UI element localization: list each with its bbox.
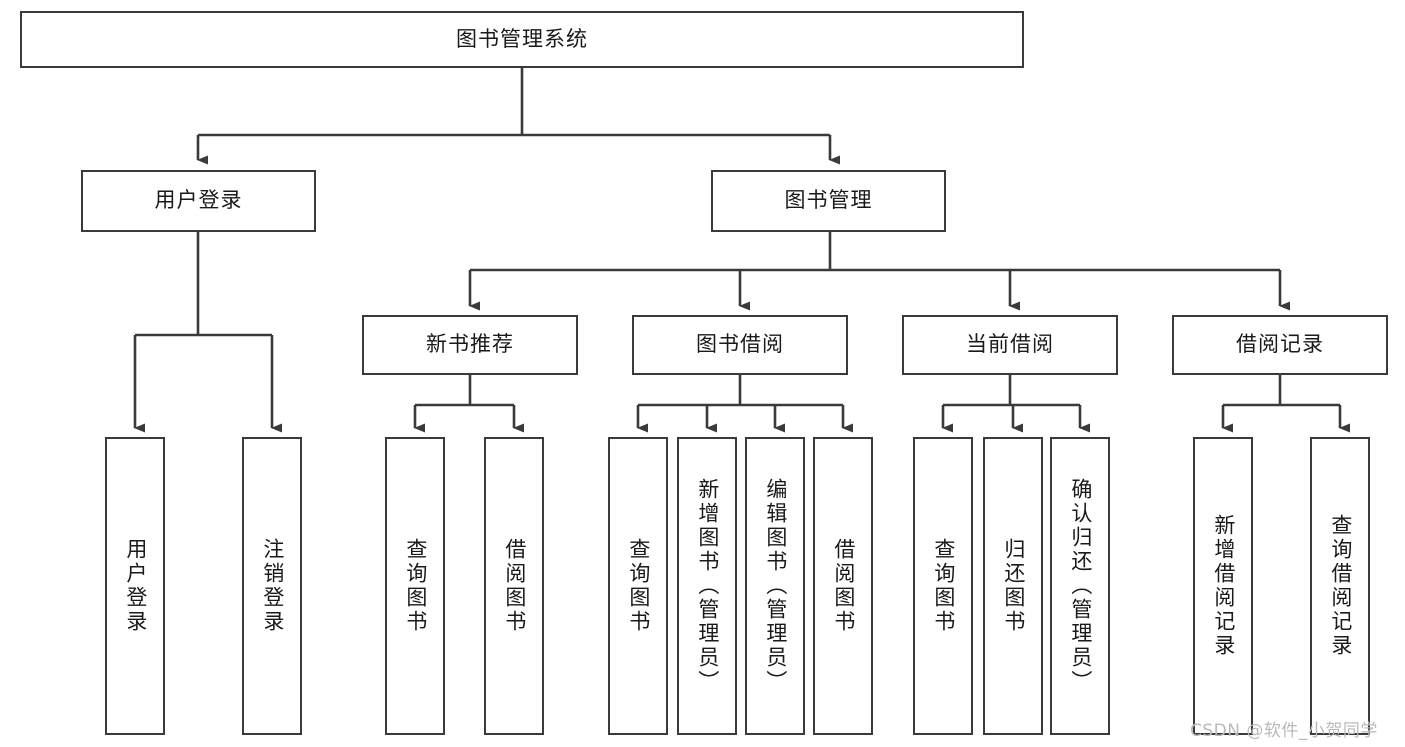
node-leaf-label: 查询借阅记录 bbox=[1328, 514, 1353, 658]
node-leaf-current-query-book[interactable]: 查询图书 bbox=[913, 437, 973, 735]
node-leaf-label: 归还图书 bbox=[1001, 538, 1026, 634]
node-leaf-label: 查询图书 bbox=[626, 538, 651, 634]
node-current-borrow[interactable]: 当前借阅 bbox=[902, 315, 1118, 375]
node-leaf-label: 确认归还（管理员） bbox=[1068, 478, 1093, 694]
node-leaf-add-borrow-record[interactable]: 新增借阅记录 bbox=[1193, 437, 1253, 735]
node-leaf-label: 借阅图书 bbox=[831, 538, 856, 634]
node-leaf-add-book-admin[interactable]: 新增图书（管理员） bbox=[677, 437, 737, 735]
node-book-management-label: 图书管理 bbox=[784, 188, 873, 213]
node-book-borrow[interactable]: 图书借阅 bbox=[632, 315, 848, 375]
node-book-management[interactable]: 图书管理 bbox=[711, 170, 946, 232]
node-borrow-record[interactable]: 借阅记录 bbox=[1172, 315, 1388, 375]
node-leaf-label: 查询图书 bbox=[931, 538, 956, 634]
node-leaf-label: 用户登录 bbox=[123, 538, 148, 634]
node-leaf-label: 借阅图书 bbox=[502, 538, 527, 634]
node-user-login[interactable]: 用户登录 bbox=[81, 170, 316, 232]
node-new-book-recommend-label: 新书推荐 bbox=[426, 332, 514, 357]
node-root-system[interactable]: 图书管理系统 bbox=[20, 11, 1024, 68]
node-leaf-confirm-return-admin[interactable]: 确认归还（管理员） bbox=[1050, 437, 1110, 735]
node-leaf-label: 编辑图书（管理员） bbox=[763, 478, 788, 694]
node-leaf-edit-book-admin[interactable]: 编辑图书（管理员） bbox=[745, 437, 805, 735]
node-leaf-return-book[interactable]: 归还图书 bbox=[983, 437, 1043, 735]
node-new-book-recommend[interactable]: 新书推荐 bbox=[362, 315, 578, 375]
node-leaf-recommend-query-book[interactable]: 查询图书 bbox=[385, 437, 445, 735]
node-leaf-query-borrow-record[interactable]: 查询借阅记录 bbox=[1310, 437, 1370, 735]
csdn-watermark: CSDN @软件_小贺同学 bbox=[1190, 721, 1378, 741]
node-leaf-label: 新增图书（管理员） bbox=[695, 478, 720, 694]
node-leaf-user-login[interactable]: 用户登录 bbox=[105, 437, 165, 735]
node-user-login-label: 用户登录 bbox=[154, 188, 243, 213]
node-current-borrow-label: 当前借阅 bbox=[966, 332, 1054, 357]
node-root-label: 图书管理系统 bbox=[456, 26, 588, 51]
node-borrow-record-label: 借阅记录 bbox=[1236, 332, 1324, 357]
node-leaf-borrow-query-book[interactable]: 查询图书 bbox=[608, 437, 668, 735]
node-leaf-label: 查询图书 bbox=[403, 538, 428, 634]
node-leaf-recommend-borrow-book[interactable]: 借阅图书 bbox=[484, 437, 544, 735]
node-leaf-label: 新增借阅记录 bbox=[1211, 514, 1236, 658]
node-leaf-borrow-book[interactable]: 借阅图书 bbox=[813, 437, 873, 735]
node-leaf-logout[interactable]: 注销登录 bbox=[242, 437, 302, 735]
node-leaf-label: 注销登录 bbox=[260, 538, 285, 634]
node-book-borrow-label: 图书借阅 bbox=[696, 332, 784, 357]
